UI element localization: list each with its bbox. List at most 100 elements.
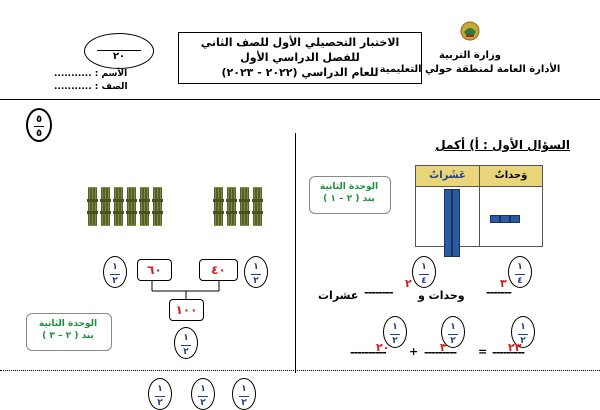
- eq-blank-b: ----------: [350, 346, 387, 359]
- stick: [117, 187, 120, 226]
- tens-rod: [444, 189, 452, 257]
- stick: [114, 187, 117, 226]
- exam-title-line3: للعام الدراسي (٢٠٢٢ - ٢٠٢٣): [221, 66, 379, 79]
- bundle-band: [113, 199, 124, 202]
- stick: [256, 187, 259, 226]
- unit-note-left-line2: بند ( ٢ – ٣ ): [42, 331, 94, 341]
- stick: [159, 187, 162, 226]
- mark-den: ٤: [421, 276, 427, 286]
- mark-den: ٢: [450, 336, 456, 346]
- stick: [253, 187, 256, 226]
- bundle-band: [152, 211, 163, 214]
- stick: [259, 187, 262, 226]
- bundle-band: [226, 211, 237, 214]
- unit-note-box-left: [26, 313, 112, 351]
- stick: [104, 187, 107, 226]
- ones-cube: [490, 215, 500, 223]
- table-column-separator: [479, 166, 480, 246]
- section-score-den: ٥: [35, 128, 43, 139]
- stick: [94, 187, 97, 226]
- stick: [91, 187, 94, 226]
- stick: [220, 187, 223, 226]
- mark-den: ٢: [183, 347, 189, 357]
- section-score-circle: ٥ ٥: [26, 108, 52, 142]
- stick: [214, 187, 217, 226]
- mark-num: ١: [421, 262, 427, 272]
- student-name-field[interactable]: الأسم : ...........: [54, 69, 128, 79]
- mark-num: ١: [241, 384, 247, 394]
- mark-num: ١: [157, 384, 163, 394]
- stick: [88, 187, 91, 226]
- ministry-line1: وزارة التربية: [439, 50, 501, 61]
- eq-a: ٣: [440, 341, 447, 354]
- score-line: [97, 50, 141, 51]
- ones-cube: [500, 215, 510, 223]
- score-total: ٢٠: [112, 51, 126, 62]
- stick: [127, 187, 130, 226]
- answer-tens: ٢: [405, 277, 412, 290]
- bundle-band: [252, 199, 263, 202]
- stick: [146, 187, 149, 226]
- header-divider: [0, 99, 600, 100]
- mark-den: ٤: [517, 276, 523, 286]
- stick: [233, 187, 236, 226]
- stick: [243, 187, 246, 226]
- exam-title-line2: للفصل الدراسي الأول: [240, 51, 360, 64]
- bundle-band: [213, 199, 224, 202]
- addend-box-right: ٤٠: [199, 259, 238, 281]
- stick: [230, 187, 233, 226]
- unit-note-q1: الوحدة الثانية بند ( ٢ – ١ ): [309, 181, 389, 205]
- bundle-band: [126, 211, 137, 214]
- mark-den: ٢: [392, 336, 398, 346]
- stick: [217, 187, 220, 226]
- stick: [240, 187, 243, 226]
- stick: [130, 187, 133, 226]
- bundle-band: [152, 199, 163, 202]
- stick: [156, 187, 159, 226]
- mark-num: ١: [520, 322, 526, 332]
- section-score-num: ٥: [35, 114, 43, 125]
- bundle-band: [139, 199, 150, 202]
- kuwait-emblem-icon: [460, 21, 480, 41]
- answer-ones: ٣: [500, 277, 507, 290]
- bundle-band: [100, 199, 111, 202]
- mark-den: ٢: [241, 398, 247, 408]
- stick: [143, 187, 146, 226]
- stick: [227, 187, 230, 226]
- bundle-band: [226, 199, 237, 202]
- column-divider: [295, 133, 296, 373]
- eq-equals: =: [478, 345, 488, 358]
- unit-note-box-q1: [309, 176, 391, 214]
- ministry-block: وزارة التربية الأدارة العامة لمنطقة حولي…: [370, 20, 570, 77]
- unit-note-q1-line2: بند ( ٢ – ١ ): [323, 194, 375, 204]
- bundle-band: [252, 211, 263, 214]
- student-class-field[interactable]: الصف : ...........: [54, 82, 128, 92]
- eq-total: ٢٣: [508, 341, 522, 354]
- bundle-band: [139, 211, 150, 214]
- bundle-band: [87, 211, 98, 214]
- eq-blank-total: ---------: [492, 346, 525, 359]
- ministry-line2: الأدارة العامة لمنطقة حولي التعليمية: [379, 64, 561, 75]
- bundle-band: [239, 211, 250, 214]
- mark-num: ١: [183, 333, 189, 343]
- mark-den: ٢: [520, 336, 526, 346]
- mark-num: ١: [392, 322, 398, 332]
- stick: [140, 187, 143, 226]
- bundle-band: [87, 199, 98, 202]
- stick: [246, 187, 249, 226]
- sentence-part-b: عشرات: [318, 289, 359, 302]
- unit-note-q1-line1: الوحدة الثانية: [319, 182, 379, 192]
- bundle-band: [100, 211, 111, 214]
- ones-cube: [510, 215, 520, 223]
- mark-den: ٢: [253, 276, 259, 286]
